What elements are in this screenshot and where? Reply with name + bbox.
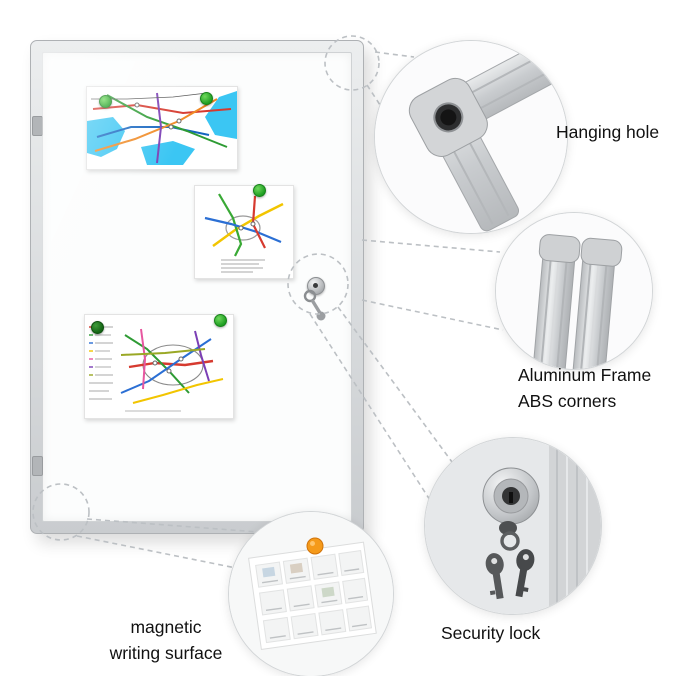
aluminum-frame-label-line1: Aluminum Frame [518, 365, 652, 385]
aluminum-frame-label-line2: ABS corners [518, 391, 617, 411]
green-magnet-icon [214, 314, 227, 327]
zoom-security-lock [424, 437, 602, 615]
hanging-hole-photo [375, 41, 567, 233]
orange-magnet-icon [306, 537, 324, 555]
security-lock-label: Security lock [441, 623, 541, 643]
transit-map-thumbnail-3 [84, 314, 234, 419]
aluminum-frame-label: Aluminum Frame ABS corners [518, 362, 651, 414]
hinge-top-icon [32, 116, 43, 136]
abs-corner-cap [538, 234, 581, 264]
zoom-hanging-hole [374, 40, 568, 234]
magnetic-surface-label-line1: magnetic [130, 617, 202, 637]
green-magnet-icon [99, 95, 112, 108]
security-lock-photo [425, 438, 601, 614]
transit-map-3-graphic [85, 315, 233, 418]
aluminum-frame-photo [496, 213, 652, 369]
abs-corner-cap [580, 237, 623, 267]
zoom-aluminum-frame [495, 212, 653, 370]
transit-map-2-graphic [195, 186, 293, 278]
hanging-hole-label: Hanging hole [556, 122, 660, 142]
hinge-bottom-icon [32, 456, 43, 476]
dark-green-magnet-icon [91, 321, 104, 334]
magnetic-surface-label: magnetic writing surface [56, 614, 276, 666]
transit-map-thumbnail-2 [194, 185, 294, 279]
lock-cylinder [482, 467, 540, 525]
keys-icon [485, 521, 535, 600]
notice-board [30, 40, 364, 534]
green-magnet-icon [253, 184, 266, 197]
magnetic-surface-photo [229, 512, 393, 676]
hanging-key-icon [303, 289, 326, 321]
green-magnet-icon [200, 92, 213, 105]
magnetic-surface-label-line2: writing surface [109, 643, 223, 663]
zoom-magnetic-surface [228, 511, 394, 676]
pinned-paper [248, 541, 377, 650]
